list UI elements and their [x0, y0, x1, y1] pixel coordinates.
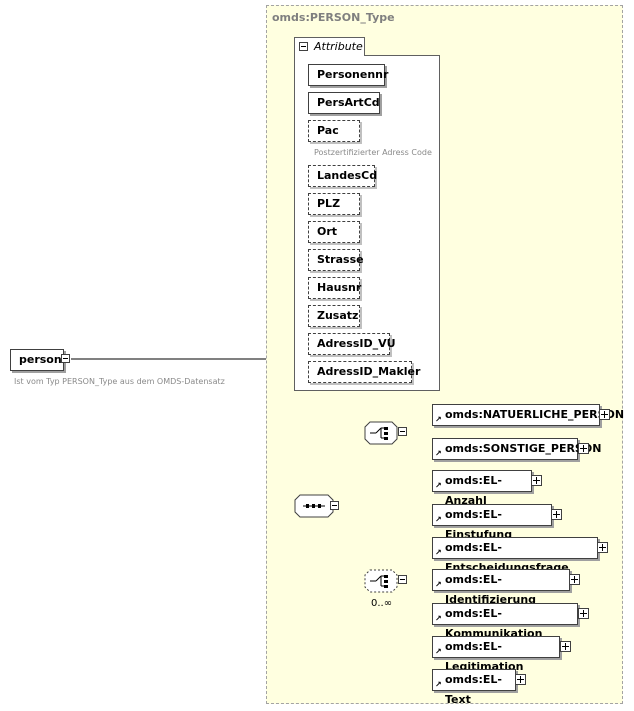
- attribute-adressid-makler[interactable]: AdressID_Makler: [308, 361, 420, 383]
- choice-collapse-icon[interactable]: [398, 575, 407, 584]
- expand-icon[interactable]: [551, 509, 562, 520]
- element-el-anzahl[interactable]: ↗ omds:EL-Anzahl: [432, 470, 532, 507]
- reference-arrow-icon: ↗: [435, 515, 442, 524]
- attribute-plz[interactable]: PLZ: [308, 193, 360, 215]
- person-element[interactable]: person: [10, 349, 64, 371]
- reference-arrow-icon: ↗: [435, 415, 442, 424]
- attributes-tab-label: Attribute: [314, 40, 363, 53]
- attribute-landescd[interactable]: LandesCd: [308, 165, 377, 187]
- attribute-hausnr[interactable]: Hausnr: [308, 277, 361, 299]
- attributes-tab: [294, 37, 365, 56]
- element-label: omds:EL-Text: [445, 673, 502, 706]
- person-annotation: Ist vom Typ PERSON_Type aus dem OMDS-Dat…: [14, 377, 225, 386]
- optional-choice-icon[interactable]: [364, 569, 404, 593]
- reference-arrow-icon: ↗: [435, 614, 442, 623]
- person-label: person: [19, 353, 62, 366]
- element-label: omds:NATUERLICHE_PERSON: [445, 408, 625, 421]
- choice-collapse-icon[interactable]: [398, 427, 407, 436]
- element-el-einstufung[interactable]: ↗ omds:EL-Einstufung: [432, 504, 552, 541]
- attributes-collapse-icon[interactable]: [299, 42, 308, 51]
- element-label: omds:EL-Identifizierung: [445, 573, 537, 606]
- expand-icon[interactable]: [531, 475, 542, 486]
- element-el-text[interactable]: ↗ omds:EL-Text: [432, 669, 516, 706]
- element-el-entscheidungsfrage[interactable]: ↗ omds:EL-Entscheidungsfrage: [432, 537, 598, 574]
- element-natuerliche-person[interactable]: ↗ omds:NATUERLICHE_PERSON: [432, 404, 624, 426]
- reference-arrow-icon: ↗: [435, 580, 442, 589]
- reference-arrow-icon: ↗: [435, 548, 442, 557]
- expand-icon[interactable]: [569, 574, 580, 585]
- expand-icon[interactable]: [560, 641, 571, 652]
- element-el-legitimation[interactable]: ↗ omds:EL-Legitimation: [432, 636, 560, 673]
- element-label: omds:EL-Anzahl: [445, 474, 502, 507]
- reference-arrow-icon: ↗: [435, 481, 442, 490]
- reference-arrow-icon: ↗: [435, 449, 442, 458]
- element-label: omds:SONSTIGE_PERSON: [445, 442, 602, 455]
- attribute-personennr[interactable]: Personennr: [308, 64, 388, 86]
- reference-arrow-icon: ↗: [435, 680, 442, 689]
- expand-icon[interactable]: [597, 542, 608, 553]
- type-title: omds:PERSON_Type: [272, 11, 395, 24]
- attribute-pac[interactable]: Pac: [308, 120, 360, 142]
- element-sonstige-person[interactable]: ↗ omds:SONSTIGE_PERSON: [432, 438, 601, 460]
- sequence-icon[interactable]: [294, 494, 340, 518]
- sequence-collapse-icon[interactable]: [330, 501, 339, 510]
- pac-annotation: Postzertifizierter Adress Code: [314, 148, 432, 157]
- element-el-identifizierung[interactable]: ↗ omds:EL-Identifizierung: [432, 569, 570, 606]
- reference-arrow-icon: ↗: [435, 647, 442, 656]
- expand-icon[interactable]: [515, 674, 526, 685]
- choice-icon[interactable]: [364, 421, 404, 445]
- expand-icon[interactable]: [599, 409, 610, 420]
- multiplicity-label: 0..∞: [371, 598, 393, 609]
- element-el-kommunikation[interactable]: ↗ omds:EL-Kommunikation: [432, 603, 578, 640]
- attribute-adressid-vu[interactable]: AdressID_VU: [308, 333, 396, 355]
- attribute-strasse[interactable]: Strasse: [308, 249, 364, 271]
- attribute-persartcd[interactable]: PersArtCd: [308, 92, 380, 114]
- attribute-zusatz[interactable]: Zusatz: [308, 305, 360, 327]
- expand-icon[interactable]: [578, 608, 589, 619]
- person-collapse-icon[interactable]: [61, 354, 70, 363]
- attribute-ort[interactable]: Ort: [308, 221, 360, 243]
- expand-icon[interactable]: [578, 443, 589, 454]
